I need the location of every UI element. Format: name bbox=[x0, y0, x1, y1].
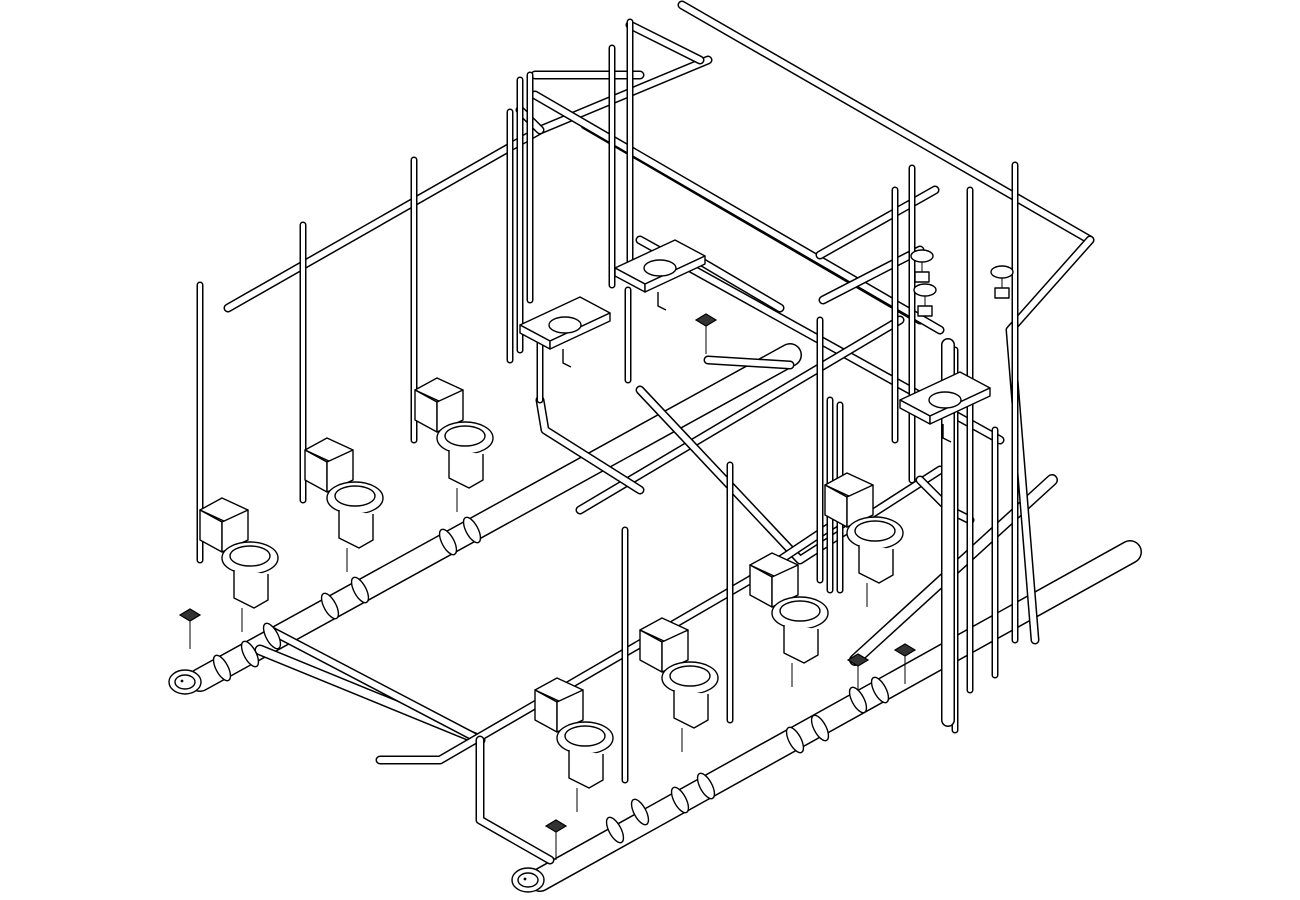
supply-pipe-8 bbox=[625, 20, 705, 65]
toilet-icon-2 bbox=[304, 437, 384, 572]
toilet-icon-6 bbox=[749, 552, 829, 687]
supply-pipe-13 bbox=[818, 245, 925, 305]
toilet-icon-7 bbox=[824, 472, 904, 607]
floor-drain-icon-1 bbox=[178, 608, 202, 649]
supply-pipe-17 bbox=[475, 735, 555, 865]
floor-drain-icon-5 bbox=[893, 643, 917, 684]
supply-pipe-16 bbox=[375, 515, 845, 765]
pipe-coupling-6 bbox=[605, 816, 625, 844]
fixtures-layer bbox=[168, 239, 1014, 893]
gate-valve-icon-1 bbox=[910, 249, 934, 283]
pipe-coupling-12 bbox=[240, 640, 260, 668]
supply-pipe-19 bbox=[535, 395, 645, 495]
pipe-coupling-2 bbox=[320, 592, 340, 620]
toilet-icon-1 bbox=[199, 497, 279, 632]
pipe-coupling-10 bbox=[810, 714, 830, 742]
pipe-coupling-3 bbox=[350, 576, 370, 604]
sewer-main-left bbox=[188, 343, 802, 692]
supply-pipe-1 bbox=[677, 0, 1095, 245]
washbasin-icon-1 bbox=[519, 296, 611, 368]
washbasin-icon-3 bbox=[899, 371, 991, 443]
pipe-coupling-11 bbox=[212, 654, 232, 682]
pipe-coupling-4 bbox=[438, 528, 458, 556]
supply-pipe-15 bbox=[265, 625, 485, 745]
gate-valve-icon-3 bbox=[913, 283, 937, 317]
pipe-coupling-7 bbox=[670, 786, 690, 814]
supply-pipe-14 bbox=[635, 385, 945, 565]
supply-pipe-18 bbox=[703, 355, 795, 370]
supply-pipe-6 bbox=[530, 90, 945, 335]
washbasin-icon-2 bbox=[614, 239, 706, 311]
pipe-coupling-14 bbox=[848, 686, 868, 714]
floor-drain-icon-3 bbox=[544, 819, 568, 860]
pipe-coupling-13 bbox=[630, 798, 650, 826]
toilet-icon-5 bbox=[639, 617, 719, 752]
riser-pipes bbox=[196, 18, 1019, 784]
pipe-coupling-5 bbox=[462, 516, 482, 544]
cleanout-cap-icon-1 bbox=[168, 669, 202, 695]
pipe-coupling-9 bbox=[785, 726, 805, 754]
supply-pipe-2 bbox=[1005, 235, 1095, 645]
toilet-icon-4 bbox=[534, 677, 614, 812]
floor-drain-icon-2 bbox=[694, 313, 718, 354]
pipe-coupling-15 bbox=[870, 676, 890, 704]
cleanout-cap-icon-2 bbox=[511, 867, 545, 893]
supply-pipe-12 bbox=[815, 185, 940, 260]
gate-valve-icon-2 bbox=[990, 265, 1014, 299]
toilet-icon-3 bbox=[414, 377, 494, 512]
pipe-coupling-1 bbox=[262, 622, 282, 650]
pipe-coupling-8 bbox=[696, 772, 716, 800]
supply-pipe-11 bbox=[575, 315, 905, 515]
